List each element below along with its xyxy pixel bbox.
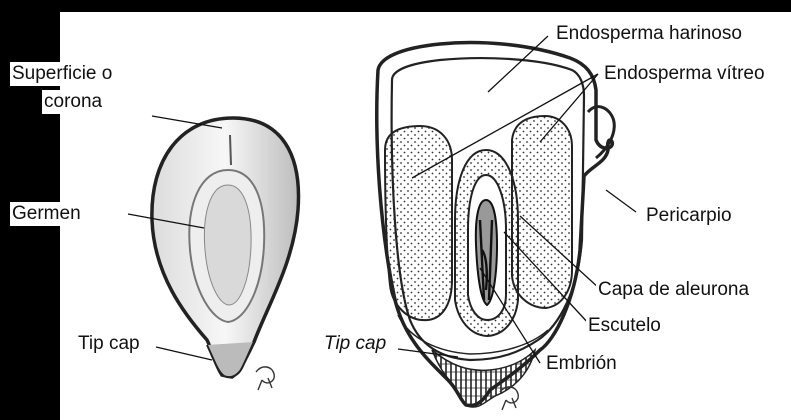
- label-floury-endosperm: Endosperma harinoso: [554, 22, 744, 46]
- label-tip-cap-left: Tip cap: [76, 332, 142, 356]
- leader-pericarp: [606, 190, 636, 212]
- vitreous-endosperm-left: [385, 126, 452, 320]
- label-germ: Germen: [10, 202, 83, 226]
- vitreous-endosperm-right: [512, 116, 572, 308]
- label-scutellum: Escutelo: [586, 314, 663, 338]
- tip-cap-left-shape: [207, 342, 254, 377]
- label-vitreous-endosperm: Endosperma vítreo: [602, 62, 767, 86]
- label-surface-line2: corona: [42, 90, 104, 114]
- label-embryo: Embrión: [544, 352, 619, 376]
- label-aleurone: Capa de aleurona: [596, 278, 751, 302]
- leader-tip-cap-left: [156, 347, 212, 360]
- label-pericarp: Pericarpio: [644, 204, 734, 228]
- signature-mark-left: [256, 367, 274, 390]
- label-surface: Superficie o: [10, 62, 114, 86]
- label-tip-cap-right: Tip cap: [322, 332, 388, 356]
- crown-crease: [230, 135, 231, 165]
- whole-kernel-drawing: [152, 118, 299, 390]
